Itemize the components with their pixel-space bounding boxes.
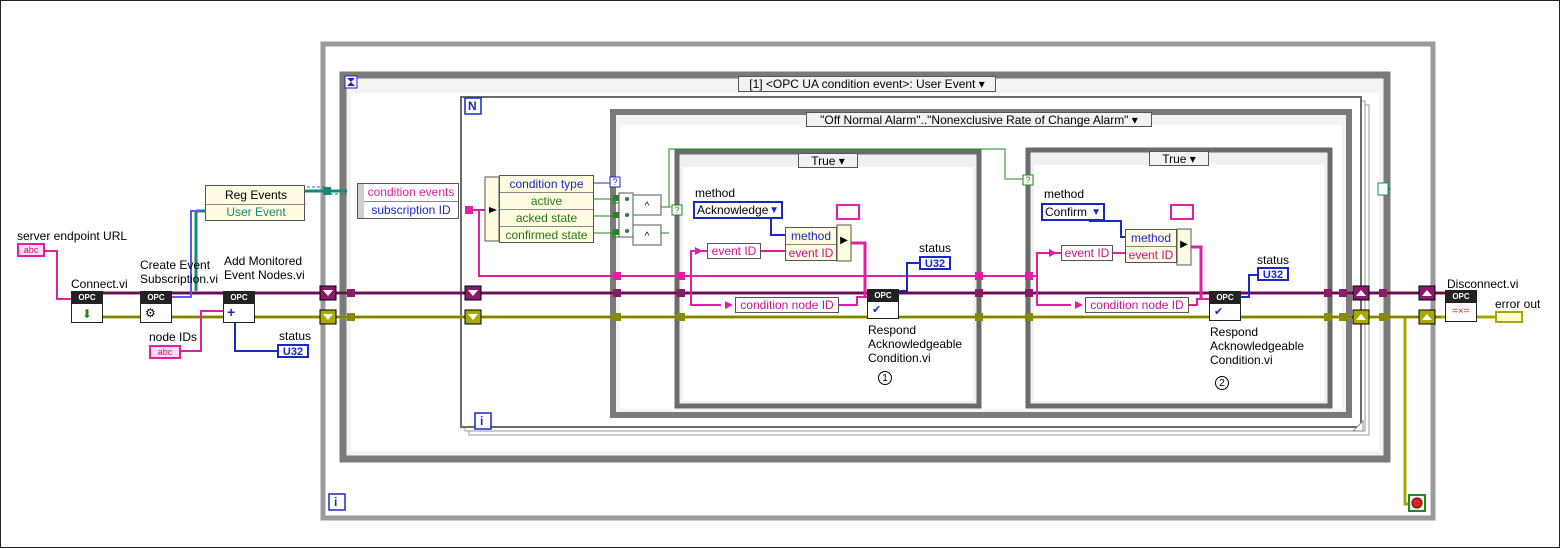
disconnect-vi-label: Disconnect.vi (1447, 277, 1519, 291)
check-icon: ✔ (1214, 306, 1224, 318)
server-endpoint-url-control[interactable]: abc (17, 243, 45, 257)
plus-icon: + (227, 304, 236, 320)
connect-vi-label: Connect.vi (71, 277, 128, 291)
disconnect-vi-node[interactable]: OPC =×= (1445, 290, 1477, 322)
gears-icon: ⚙ (145, 306, 156, 320)
connect-vi-node[interactable]: OPC ⬇ (71, 291, 103, 323)
while-loop-i-label: i (334, 495, 338, 509)
svg-text:▶: ▶ (840, 235, 848, 246)
opc-label: OPC (72, 292, 102, 304)
case-true-2-selector[interactable]: True ▾ (1149, 151, 1209, 166)
status-label-3: status (1257, 253, 1290, 267)
reg-events-item: User Event (226, 205, 286, 219)
node-ids-label: node IDs (149, 330, 198, 344)
svg-text:?: ? (1025, 175, 1030, 185)
error-out-label: error out (1495, 297, 1541, 311)
server-endpoint-url-label: server endpoint URL (17, 229, 128, 243)
event-id-1: event ID (707, 243, 761, 259)
add-monitored-node[interactable]: OPC + (223, 291, 255, 323)
svg-text:?: ? (612, 177, 617, 187)
method-enum-1[interactable]: Acknowledge▼ (693, 201, 783, 219)
method-enum-2[interactable]: Confirm▼ (1041, 203, 1105, 221)
disconnect-icon: =×= (1452, 306, 1470, 317)
status-label-2: status (919, 241, 952, 255)
status-label-1: status (279, 329, 312, 343)
reg-events-title: Reg Events (206, 186, 306, 205)
create-event-subscription-node[interactable]: OPC ⚙ (140, 291, 172, 323)
unbundle-by-name: condition type active acked state confir… (499, 175, 594, 243)
status-indicator-2: U32 (919, 256, 951, 270)
svg-text:^: ^ (645, 201, 650, 212)
create-event-subscription-label: Create Event Subscription.vi (140, 258, 219, 286)
for-loop-i-label: i (480, 414, 484, 428)
condition-events-item: condition events (364, 184, 458, 202)
while-loop-frame (320, 41, 1436, 521)
event-id-2: event ID (1061, 245, 1113, 261)
for-loop-n-label: N (468, 99, 477, 113)
for-loop-count-terminal (464, 97, 482, 115)
chevron-down-icon: ▼ (769, 205, 779, 216)
condition-node-id-1: condition node ID (735, 297, 839, 313)
svg-text:^: ^ (645, 231, 650, 242)
method-label-2: method (1044, 187, 1085, 201)
status-indicator-3: U32 (1257, 267, 1289, 281)
while-loop-iteration-terminal (328, 493, 346, 511)
hourglass-icon (344, 75, 358, 89)
marker-2: 2 (1215, 376, 1229, 390)
confirmed-state-item: confirmed state (505, 228, 588, 242)
condition-type-item: condition type (500, 176, 593, 193)
event-case-selector[interactable]: [1] <OPC UA condition event>: User Event… (738, 76, 996, 92)
case-outer-selector[interactable]: "Off Normal Alarm".."Nonexclusive Rate o… (806, 112, 1152, 127)
check-icon: ✔ (872, 304, 882, 316)
node-ids-control[interactable]: abc (149, 345, 181, 359)
status-indicator-1: U32 (277, 344, 309, 358)
respond-ack-node-2[interactable]: OPC ✔ (1209, 291, 1241, 321)
bundle-by-name-1: method event ID (785, 227, 837, 261)
active-item: active (500, 193, 593, 210)
respond-ack-label-2: Respond Acknowledgeable Condition.vi (1210, 325, 1305, 367)
bundle-by-name-2: method event ID (1125, 229, 1177, 263)
chevron-down-icon: ▼ (1091, 207, 1101, 218)
marker-1: 1 (878, 371, 892, 385)
add-monitored-label: Add Monitored Event Nodes.vi (224, 254, 305, 282)
respond-ack-label-1: Respond Acknowledgeable Condition.vi (868, 323, 963, 365)
for-loop-iteration-terminal (474, 412, 492, 430)
reg-events-node[interactable]: Reg Events User Event (205, 185, 306, 221)
error-out-indicator (1495, 311, 1523, 323)
condition-node-id-2: condition node ID (1085, 297, 1189, 313)
download-arrow-icon: ⬇ (82, 307, 93, 321)
case-true-1-selector[interactable]: True ▾ (798, 153, 858, 168)
event-data-node: condition events subscription ID (357, 183, 459, 219)
method-label-1: method (695, 186, 736, 200)
respond-ack-node-1[interactable]: OPC ✔ (867, 289, 899, 319)
acked-state-item: acked state (500, 210, 593, 227)
svg-text:▶: ▶ (1180, 239, 1188, 250)
svg-text:?: ? (674, 205, 679, 215)
subscription-id-item: subscription ID (371, 203, 451, 217)
